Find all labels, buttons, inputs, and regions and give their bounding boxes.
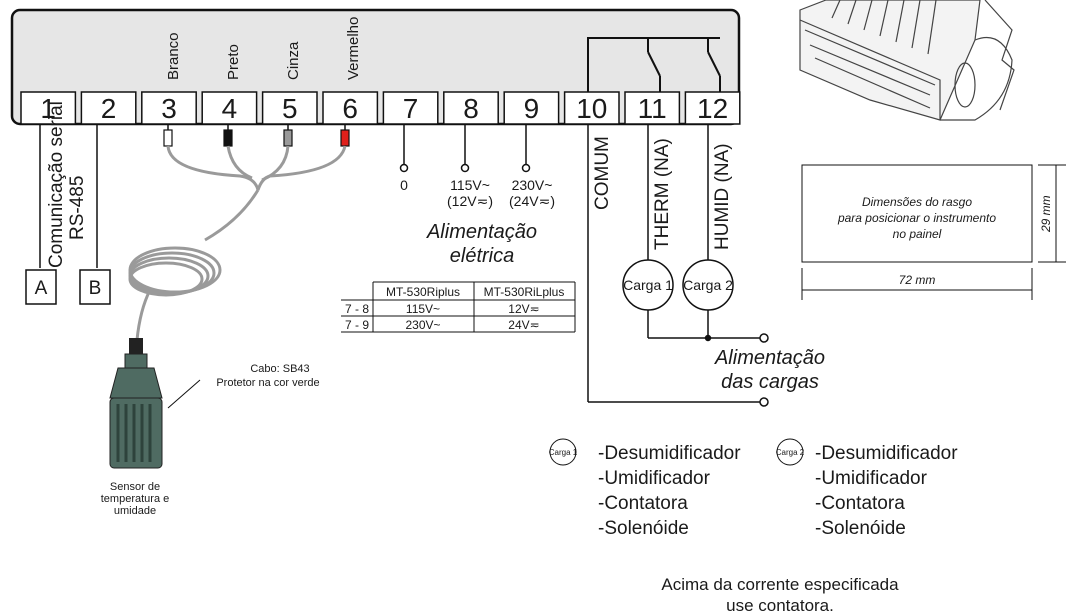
terminal-7-label: 7: [403, 93, 419, 124]
serial-b-box: [79, 269, 111, 305]
legend1-badge-label: Carga 1: [549, 448, 578, 457]
power-table: [341, 281, 576, 333]
terminal-3-box: [141, 91, 197, 125]
output-humid-label: HUMID (NA): [712, 143, 733, 250]
legend1-badge: [549, 438, 577, 466]
terminal-3-label: 3: [161, 93, 177, 124]
power-t9-line2: (24V≂): [509, 193, 555, 209]
terminal-11-box: [624, 91, 681, 125]
note-line2: use contatora.: [726, 596, 834, 615]
table-header-2: MT-530RiLplus: [484, 285, 565, 299]
legend1-item-2: -Umidificador: [598, 468, 711, 489]
cable-pointer: [167, 379, 201, 409]
cutout-label-line2: para posicionar o instrumento: [837, 211, 996, 225]
serial-b-label: B: [89, 278, 102, 299]
serial-a-box: [25, 269, 57, 305]
legend2-item-4: -Solenóide: [815, 518, 906, 539]
wire-label-branco: Branco: [165, 32, 182, 80]
cutout-height-label: 29 mm: [1039, 195, 1053, 233]
wire-label-vermelho: Vermelho: [345, 17, 362, 80]
terminal-8-label: 8: [463, 93, 479, 124]
terminal-5-box: [261, 91, 318, 125]
cutout-label-line1: Dimensões do rasgo: [862, 195, 972, 209]
terminal-10-label: 10: [576, 93, 607, 124]
cutout-width-label: 72 mm: [899, 273, 936, 287]
terminal-4-box: [201, 91, 258, 125]
load-wiring: [587, 124, 769, 407]
table-row2-a: 230V~: [405, 318, 440, 332]
power-t8-line1: 115V~: [450, 177, 490, 193]
legend2-item-3: -Contatora: [815, 493, 905, 514]
power-t9-line1: 230V~: [512, 177, 553, 193]
terminal-11-label: 11: [638, 93, 667, 124]
terminal-6-label: 6: [342, 93, 358, 124]
note-line1: Acima da corrente especificada: [661, 575, 899, 594]
power-t7-label: 0: [400, 177, 408, 193]
terminal-8-box: [443, 91, 499, 125]
terminal-1-box: [20, 91, 77, 125]
power-title-line2: elétrica: [450, 245, 514, 267]
sensor-label-line1: Sensor de: [110, 481, 160, 493]
table-row2-b: 24V≂: [508, 318, 539, 332]
load-feed-line1: Alimentação: [714, 347, 825, 369]
load-feed-line2: das cargas: [721, 371, 819, 393]
load-carga1-label: Carga 1: [623, 277, 673, 293]
table-row1-terms: 7 - 8: [345, 302, 369, 316]
terminal-12-label: 12: [697, 93, 728, 124]
legend1-item-4: -Solenóide: [598, 518, 689, 539]
terminal-4-label: 4: [222, 93, 238, 124]
wire-label-preto: Preto: [225, 44, 242, 80]
cutout-label-line3: no painel: [893, 227, 942, 241]
terminal-10-box: [563, 91, 620, 125]
load-carga2-label: Carga 2: [683, 277, 733, 293]
power-t8-line2: (12V≂): [447, 193, 493, 209]
legend1-item-1: -Desumidificador: [598, 443, 741, 464]
terminal-9-box: [503, 91, 560, 125]
terminal-1-label: 1: [40, 93, 56, 124]
power-title-line1: Alimentação: [426, 221, 537, 243]
legend2-badge-label: Carga 2: [776, 448, 805, 457]
serial-a-label: A: [35, 278, 48, 299]
sensor-label-line2: temperatura e: [101, 493, 169, 505]
legend1-item-3: -Contatora: [598, 493, 688, 514]
humidity-sensor-probe: [109, 338, 163, 469]
serial-label-line1: Comunicação serial: [46, 101, 67, 268]
relay-contacts: [587, 37, 721, 92]
table-header-1: MT-530Riplus: [386, 285, 460, 299]
legend2-item-1: -Desumidificador: [815, 443, 958, 464]
power-leads: [399, 124, 531, 173]
terminal-6-box: [322, 91, 379, 125]
device-isometric-sketch: [799, 0, 1015, 121]
serial-label-line2: RS-485: [67, 176, 88, 240]
terminal-2-box: [80, 91, 137, 125]
terminal-9-label: 9: [524, 93, 540, 124]
output-comum-label: COMUM: [592, 136, 613, 210]
sensor-label-line3: umidade: [114, 505, 156, 517]
terminal-2-label: 2: [101, 93, 117, 124]
serial-wires: [39, 124, 98, 268]
cutout-outline: [801, 164, 1033, 263]
terminal-12-box: [684, 91, 741, 125]
cutout-dimension-lines: [801, 164, 1066, 300]
table-row2-terms: 7 - 9: [345, 318, 369, 332]
legend2-item-2: -Umidificador: [815, 468, 928, 489]
table-row1-b: 12V≂: [508, 302, 539, 316]
legend2-badge: [776, 438, 804, 466]
wire-label-cinza: Cinza: [285, 41, 302, 80]
cable-label-line2: Protetor na cor verde: [216, 377, 319, 389]
table-row1-a: 115V~: [406, 302, 440, 316]
cable-label-line1: Cabo: SB43: [250, 363, 309, 375]
sensor-leads: [128, 124, 350, 341]
terminal-7-box: [382, 91, 439, 125]
terminal-5-label: 5: [282, 93, 298, 124]
output-therm-label: THERM (NA): [652, 138, 673, 250]
